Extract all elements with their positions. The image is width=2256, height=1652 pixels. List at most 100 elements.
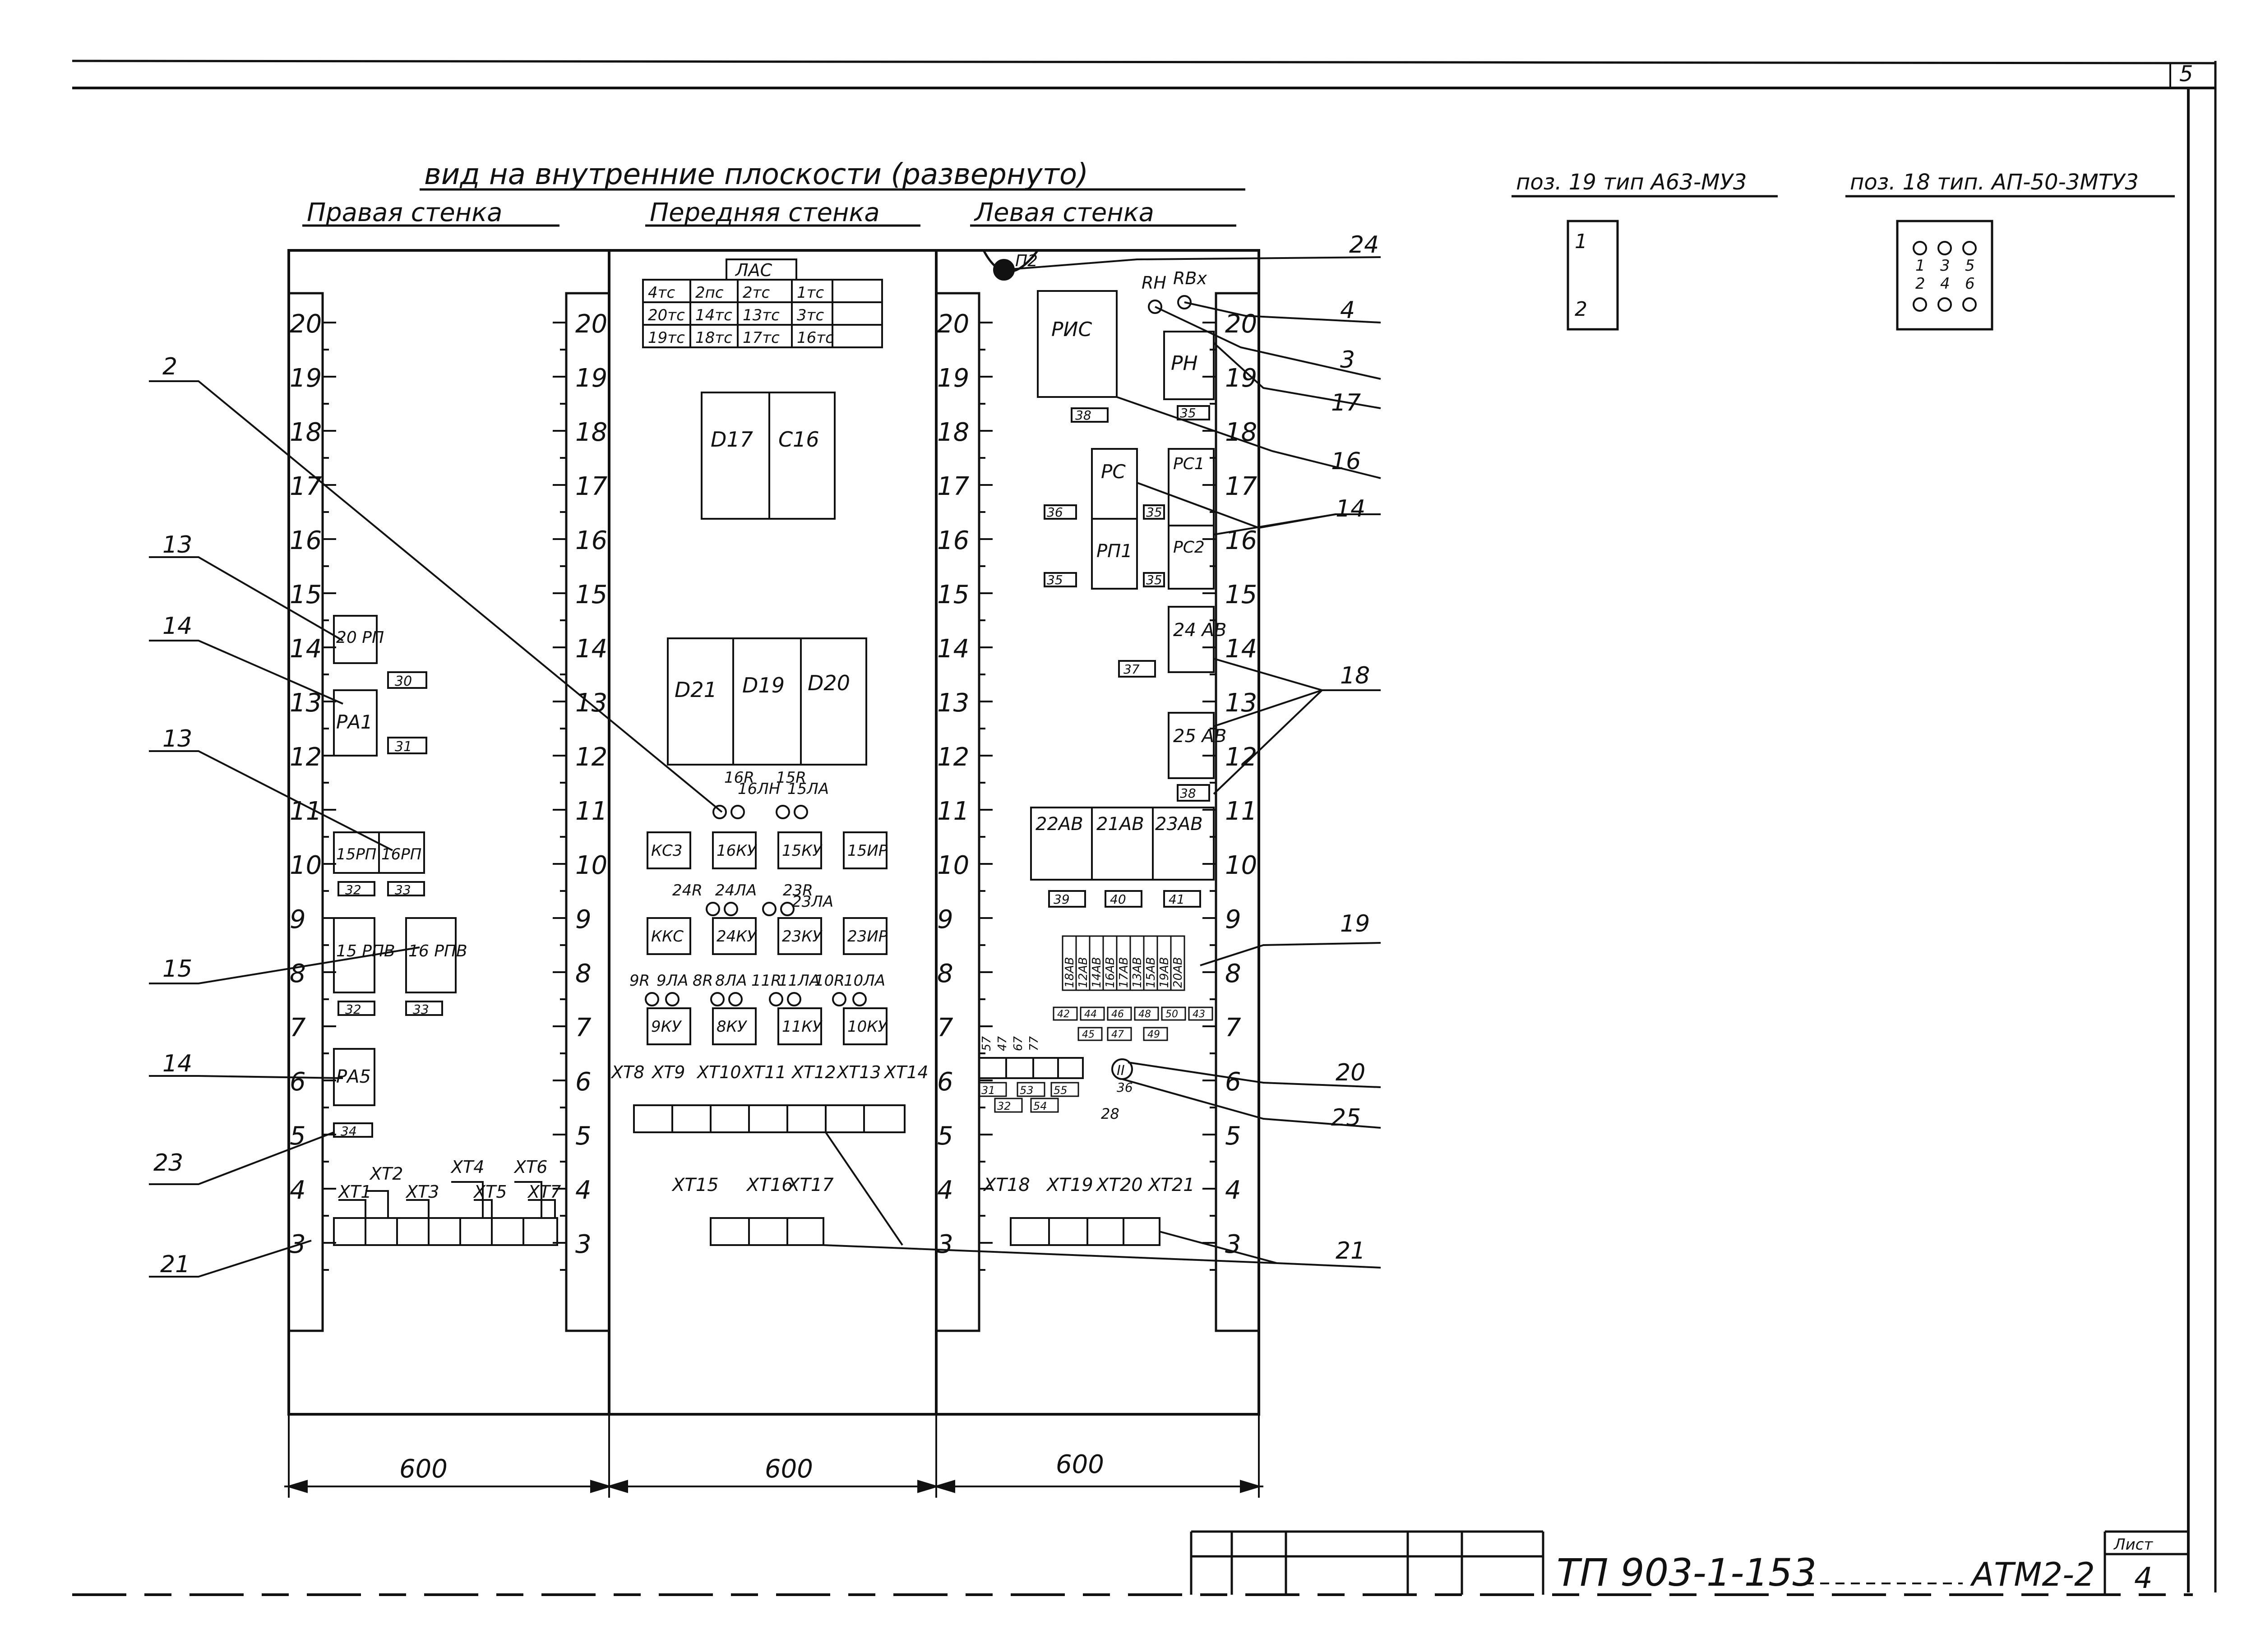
small-tag xyxy=(1161,1006,1186,1021)
right-wall-devices xyxy=(333,615,457,1138)
scale-number: 7 xyxy=(937,1013,953,1043)
callout-20: 20 xyxy=(1336,1059,1365,1086)
lamp-label: 23ЛА xyxy=(792,893,833,911)
device-rc2: РС2 xyxy=(1173,538,1205,557)
scale-number: 19 xyxy=(290,364,322,393)
front-device-label: КС3 xyxy=(651,842,683,860)
wall-label-left: Левая стенка xyxy=(974,198,1154,227)
left-tag: 40 xyxy=(1110,892,1126,907)
front-terminal: ХТ12 xyxy=(791,1062,836,1082)
device-ric: РИС xyxy=(1051,318,1092,341)
small-tag xyxy=(1077,1027,1103,1041)
scale-number: 6 xyxy=(937,1067,953,1097)
scale-number: 10 xyxy=(1225,851,1257,880)
lamp-label: 16R xyxy=(724,769,754,787)
lamp-icon xyxy=(645,992,659,1006)
front-device-label: 10КУ xyxy=(847,1018,888,1036)
callout-13-a: 13 xyxy=(162,531,192,558)
scale-number: 16 xyxy=(575,526,607,555)
right-tag: 33 xyxy=(413,1002,429,1017)
scale-number: 20 xyxy=(1225,309,1257,339)
lac-cell: 1тс xyxy=(797,284,824,302)
dimension-right-wall: 600 xyxy=(399,1454,448,1484)
pos18-terminal: 2 xyxy=(1915,275,1925,293)
breaker-label: 20АВ xyxy=(1171,957,1185,988)
pos18-breaker xyxy=(1896,220,1993,331)
left-tag: 41 xyxy=(1169,892,1185,907)
low-tag-label: 32 xyxy=(997,1100,1011,1112)
device-22ab: 22АВ xyxy=(1036,814,1083,835)
lamp-label: 15ЛА xyxy=(787,780,829,798)
lamp-label: 10R xyxy=(814,972,845,990)
front-device-label: ККС xyxy=(651,928,684,946)
lamp-icon xyxy=(787,992,801,1006)
breaker-label: 17АВ xyxy=(1117,957,1131,988)
dimension-lines xyxy=(284,1414,1263,1498)
scale-number: 18 xyxy=(290,418,322,447)
device-c16: C16 xyxy=(778,427,819,452)
scale-number: 15 xyxy=(937,580,969,609)
terminal-xt3: ХТ3 xyxy=(405,1182,439,1202)
front-device-label: 16КУ xyxy=(717,842,757,860)
left-tag: 35 xyxy=(1047,572,1063,587)
scale-number: 4 xyxy=(575,1176,592,1205)
low-tag xyxy=(1017,1082,1045,1097)
device-rc1: РС1 xyxy=(1173,455,1205,473)
lamp-label: 11R xyxy=(751,972,781,990)
scale-number: 5 xyxy=(575,1121,592,1151)
small-tag xyxy=(1188,1006,1213,1021)
sheet-frame xyxy=(72,60,2217,1596)
sheet-corner-number: 5 xyxy=(2179,61,2193,87)
device-pa1: РА1 xyxy=(336,711,373,733)
scale-number: 7 xyxy=(575,1013,592,1043)
small-tag xyxy=(1143,1027,1168,1041)
callout-23: 23 xyxy=(153,1149,183,1177)
lamp-icon xyxy=(769,992,783,1006)
callout-14-right: 14 xyxy=(1336,495,1365,522)
lac-cell: 16тс xyxy=(797,329,834,347)
lamp-icon xyxy=(794,805,808,819)
breaker-label: 16АВ xyxy=(1104,957,1117,988)
scale-number: 11 xyxy=(937,797,969,826)
small-tag-label: 49 xyxy=(1147,1029,1160,1040)
scale-rails xyxy=(287,292,1260,1332)
vertical-tag: 77 xyxy=(1027,1036,1041,1051)
low-tag-label: 53 xyxy=(1020,1084,1034,1097)
lamp-icon xyxy=(832,992,846,1006)
vertical-tag: 57 xyxy=(980,1036,994,1051)
scale-number: 6 xyxy=(1225,1067,1241,1097)
small-tag xyxy=(1107,1027,1132,1041)
vertical-tag: 67 xyxy=(1012,1036,1025,1051)
front-terminal: ХТ10 xyxy=(696,1062,741,1082)
device-25ab: 25 АВ xyxy=(1173,726,1226,747)
drawing-title: вид на внутренние плоскости (развернуто) xyxy=(424,158,1088,191)
lamp-icon xyxy=(780,902,795,916)
front-device-label: 8КУ xyxy=(717,1018,748,1036)
scale-number: 14 xyxy=(575,634,607,664)
lac-cell: 2тс xyxy=(743,284,770,302)
lac-label: ЛАС xyxy=(735,260,772,280)
callout-4: 4 xyxy=(1340,297,1355,324)
front-device-label: 24КУ xyxy=(717,928,757,946)
callout-25: 25 xyxy=(1331,1104,1361,1131)
scale-number: 9 xyxy=(290,905,306,934)
device-16rpv: 16 РПВ xyxy=(408,942,467,960)
pos18-terminal: 6 xyxy=(1965,275,1975,293)
terminal-xt2: ХТ2 xyxy=(369,1164,403,1184)
scale-number: 9 xyxy=(1225,905,1241,934)
device-rc: РС xyxy=(1101,461,1126,483)
right-tag: 31 xyxy=(395,739,412,755)
device-15rp: 15РП xyxy=(336,845,376,863)
scale-number: 15 xyxy=(575,580,607,609)
front-terminal: ХТ8 xyxy=(610,1062,644,1082)
right-terminal-strip xyxy=(333,1181,558,1246)
right-tag: 33 xyxy=(395,882,411,897)
scale-number: 14 xyxy=(290,634,322,664)
small-tag xyxy=(1134,1006,1159,1021)
